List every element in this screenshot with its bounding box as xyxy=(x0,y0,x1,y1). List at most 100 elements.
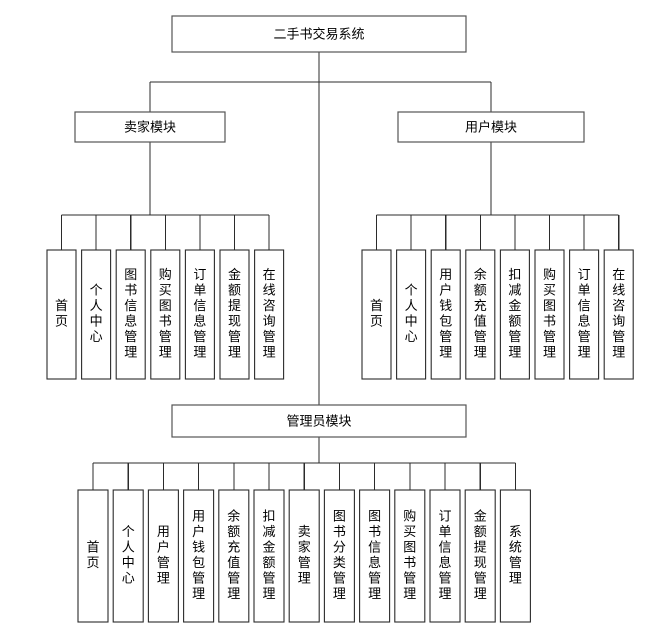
svg-text:管: 管 xyxy=(543,329,556,344)
svg-text:余: 余 xyxy=(474,267,487,282)
svg-text:管: 管 xyxy=(578,329,591,344)
svg-text:理: 理 xyxy=(192,586,205,601)
svg-text:钱: 钱 xyxy=(439,298,452,313)
svg-text:首: 首 xyxy=(55,298,68,313)
svg-text:书: 书 xyxy=(159,314,172,329)
svg-text:线: 线 xyxy=(263,283,276,298)
svg-text:包: 包 xyxy=(192,555,205,570)
svg-text:管: 管 xyxy=(192,571,205,586)
svg-text:理: 理 xyxy=(474,586,487,601)
svg-text:心: 心 xyxy=(405,329,418,344)
leaf-box-admin-12[interactable] xyxy=(499,489,531,623)
leaf-box-seller-0[interactable] xyxy=(46,249,77,380)
leaf-box-admin-1[interactable] xyxy=(112,489,144,623)
svg-text:管: 管 xyxy=(439,329,452,344)
svg-text:息: 息 xyxy=(578,314,591,329)
svg-text:图: 图 xyxy=(403,540,416,555)
svg-text:理: 理 xyxy=(578,345,591,360)
svg-text:金: 金 xyxy=(508,298,521,313)
leaf-box-admin-8[interactable] xyxy=(359,489,391,623)
connector-lines xyxy=(60,52,620,490)
svg-text:咨: 咨 xyxy=(263,298,276,313)
svg-text:管: 管 xyxy=(509,555,522,570)
svg-text:用: 用 xyxy=(439,267,452,282)
svg-text:用: 用 xyxy=(192,509,205,524)
leaf-box-user-0[interactable] xyxy=(361,249,392,380)
leaf-box-admin-3[interactable] xyxy=(183,489,215,623)
leaf-box-admin-9[interactable] xyxy=(394,489,426,623)
leaf-label-user-0: 首页 xyxy=(370,298,383,329)
leaf-box-user-5[interactable] xyxy=(534,249,565,380)
leaf-box-seller-5[interactable] xyxy=(219,249,250,380)
svg-text:理: 理 xyxy=(439,345,452,360)
svg-text:图: 图 xyxy=(368,509,381,524)
module-label-admin: 管理员模块 xyxy=(286,413,351,428)
leaf-box-admin-0[interactable] xyxy=(77,489,109,623)
svg-text:个: 个 xyxy=(90,283,103,298)
svg-text:理: 理 xyxy=(438,586,451,601)
leaf-box-user-4[interactable] xyxy=(499,249,530,380)
svg-text:额: 额 xyxy=(228,283,241,298)
svg-text:信: 信 xyxy=(368,540,381,555)
module-box-admin[interactable] xyxy=(171,404,467,438)
svg-text:家: 家 xyxy=(298,540,311,555)
svg-text:提: 提 xyxy=(228,298,241,313)
leaf-box-seller-1[interactable] xyxy=(81,249,112,380)
root-node-label: 二手书交易系统 xyxy=(273,26,364,41)
leaf-box-admin-10[interactable] xyxy=(429,489,461,623)
leaf-box-seller-2[interactable] xyxy=(115,249,146,380)
svg-text:咨: 咨 xyxy=(612,298,625,313)
leaf-box-admin-5[interactable] xyxy=(253,489,285,623)
svg-text:询: 询 xyxy=(263,314,276,329)
svg-text:询: 询 xyxy=(612,314,625,329)
leaf-box-user-1[interactable] xyxy=(396,249,427,380)
leaf-box-admin-11[interactable] xyxy=(464,489,496,623)
leaf-box-user-3[interactable] xyxy=(465,249,496,380)
leaf-box-admin-4[interactable] xyxy=(218,489,250,623)
svg-text:订: 订 xyxy=(438,509,451,524)
svg-text:管: 管 xyxy=(193,329,206,344)
svg-text:理: 理 xyxy=(368,586,381,601)
leaf-box-seller-4[interactable] xyxy=(184,249,215,380)
leaf-box-user-6[interactable] xyxy=(569,249,600,380)
svg-text:信: 信 xyxy=(578,298,591,313)
leaf-box-user-7[interactable] xyxy=(603,249,634,380)
svg-text:图: 图 xyxy=(333,509,346,524)
leaf-box-admin-7[interactable] xyxy=(323,489,355,623)
leaf-box-admin-6[interactable] xyxy=(288,489,320,623)
svg-text:理: 理 xyxy=(124,345,137,360)
svg-text:买: 买 xyxy=(403,524,416,539)
leaf-box-admin-2[interactable] xyxy=(147,489,179,623)
svg-text:提: 提 xyxy=(474,540,487,555)
svg-text:理: 理 xyxy=(159,345,172,360)
svg-text:理: 理 xyxy=(228,345,241,360)
svg-text:管: 管 xyxy=(227,571,240,586)
svg-text:管: 管 xyxy=(474,329,487,344)
svg-text:理: 理 xyxy=(612,345,625,360)
leaf-label-admin-0: 首页 xyxy=(86,540,99,571)
svg-text:人: 人 xyxy=(405,298,418,313)
module-box-seller[interactable] xyxy=(74,111,226,143)
svg-text:页: 页 xyxy=(86,555,99,570)
leaf-box-seller-3[interactable] xyxy=(150,249,181,380)
svg-text:扣: 扣 xyxy=(262,509,275,524)
module-box-user[interactable] xyxy=(397,111,585,143)
leaf-box-seller-6[interactable] xyxy=(254,249,285,380)
svg-text:钱: 钱 xyxy=(192,540,205,555)
root-node-box[interactable] xyxy=(171,15,467,53)
leaf-box-user-2[interactable] xyxy=(430,249,461,380)
